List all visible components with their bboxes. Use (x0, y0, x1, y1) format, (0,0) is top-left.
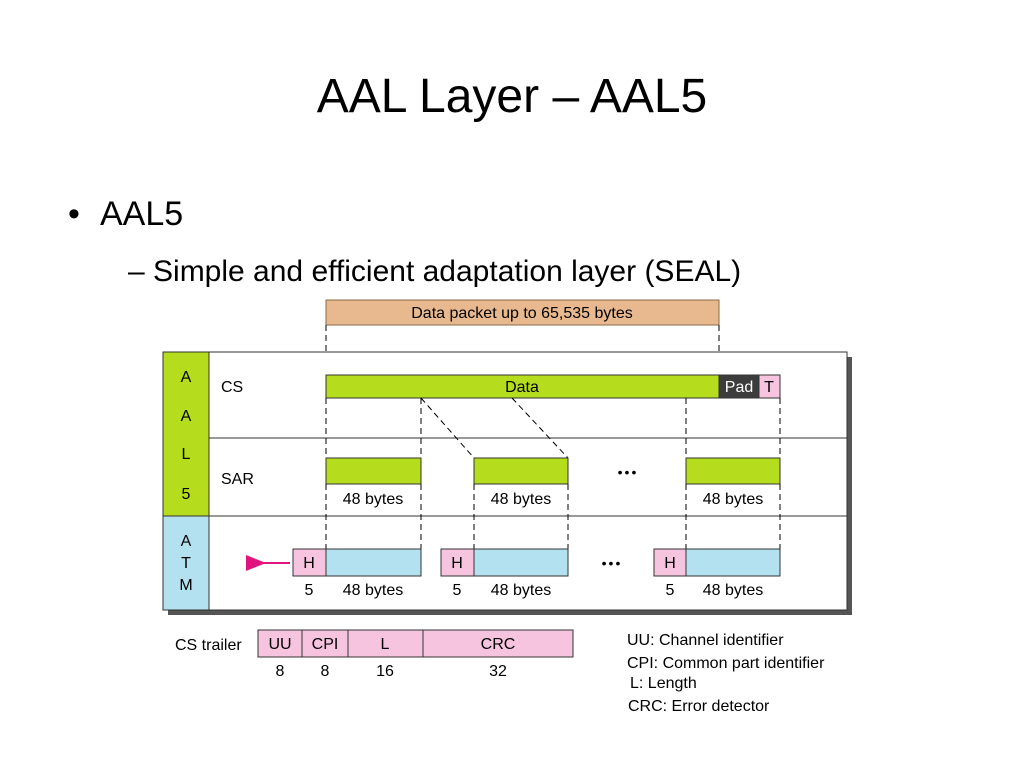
cs-trailer-cpi-bits: 8 (321, 663, 330, 680)
atm-cell-1-header-label: H (303, 555, 315, 572)
aal5-letter-5: 5 (182, 486, 191, 503)
cs-trailer-uu-bits: 8 (276, 663, 285, 680)
sub-bullet: – Simple and efficient adaptation layer … (128, 255, 742, 288)
cs-trailer-field-uu (257, 629, 303, 658)
trailer-label: T (764, 379, 774, 396)
legend-uu: UU: Channel identifier (627, 632, 784, 649)
atm-cell-2-header (440, 548, 475, 577)
cs-sar-connectors (325, 397, 781, 459)
cs-data-label: Data (505, 379, 539, 396)
atm-cell-2-header-size: 5 (453, 582, 462, 599)
cs-trailer-uu-label: UU (268, 636, 291, 653)
atm-cell-3-payload-size: 48 bytes (703, 582, 763, 599)
aal5-side-column (162, 351, 210, 517)
slide-title: AAL Layer – AAL5 (316, 70, 708, 123)
sar-label: SAR (221, 471, 254, 488)
cs-trailer-crc-label: CRC (481, 636, 516, 653)
sar-ellipsis: ••• (618, 464, 639, 480)
sar-segment-3 (685, 457, 781, 485)
data-packet-label: Data packet up to 65,535 bytes (411, 305, 632, 322)
sar-segment-1-size: 48 bytes (343, 491, 403, 508)
atm-cell-1-header (292, 548, 327, 577)
bullet-item: • AAL5 (68, 192, 183, 236)
data-packet-bar (325, 299, 720, 326)
sar-segment-2 (473, 457, 569, 485)
aal5-letter-a2: A (181, 408, 192, 425)
sar-segment-3-size: 48 bytes (703, 491, 763, 508)
atm-ellipsis: ••• (602, 555, 623, 571)
legend-crc: CRC: Error detector (628, 698, 770, 715)
cs-trailer-field-crc (422, 629, 574, 658)
atm-cell-3-header (653, 548, 687, 577)
bullet-text: AAL5 (100, 195, 184, 233)
cs-trailer-field-l (347, 629, 424, 658)
cs-trailer-l-label: L (381, 636, 390, 653)
cs-trailer-title: CS trailer (175, 637, 242, 654)
cs-trailer-crc-bits: 32 (489, 663, 507, 680)
atm-letter-a: A (181, 533, 192, 550)
cs-trailer-cpi-label: CPI (312, 636, 339, 653)
atm-letter-t: T (181, 555, 191, 572)
sar-segment-1 (325, 457, 422, 485)
legend-l: L: Length (630, 675, 697, 692)
pad-label: Pad (725, 379, 753, 396)
legend-cpi: CPI: Common part identifier (627, 655, 825, 672)
atm-cell-1-header-size: 5 (305, 582, 314, 599)
cs-trailer-l-bits: 16 (376, 663, 394, 680)
atm-cell-1-payload-size: 48 bytes (343, 582, 403, 599)
trailer-field (758, 374, 781, 399)
aal5-letter-l: L (182, 446, 191, 463)
cs-trailer-field-cpi (301, 629, 349, 658)
atm-cell-3-payload (685, 548, 781, 577)
atm-cell-3-header-size: 5 (666, 582, 675, 599)
atm-cell-1-payload (325, 548, 422, 577)
atm-side-column (162, 515, 210, 611)
bullet-marker: • (68, 195, 80, 233)
cs-label: CS (221, 379, 243, 396)
atm-cell-3-header-label: H (664, 555, 676, 572)
atm-cell-2-payload (473, 548, 569, 577)
atm-cell-2-header-label: H (451, 555, 463, 572)
aal5-letter-a1: A (181, 369, 192, 386)
atm-cell-2-payload-size: 48 bytes (491, 582, 551, 599)
sar-segment-2-size: 48 bytes (491, 491, 551, 508)
sar-atm-connectors (325, 484, 781, 549)
atm-letter-m: M (179, 577, 192, 594)
